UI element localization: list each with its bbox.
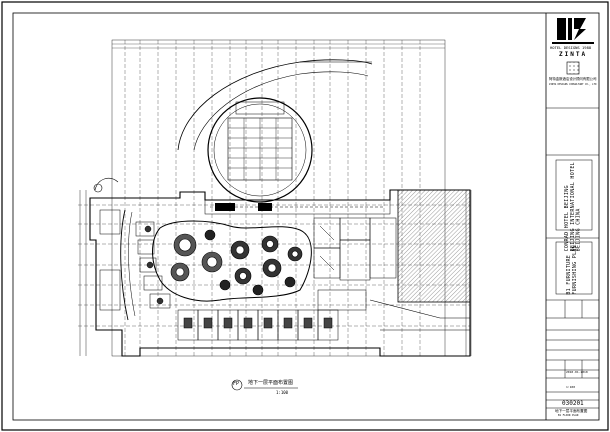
title-block <box>546 107 599 409</box>
plan-tag-bubble <box>231 379 243 391</box>
firm-logo <box>552 18 594 44</box>
qr-mark <box>566 61 580 75</box>
floor-plan <box>78 39 472 357</box>
south-rooms <box>177 309 339 341</box>
sheet-subtitle: B1 FLOOR PLAN <box>558 414 579 417</box>
round-tower <box>207 97 313 203</box>
firm-name-cn: 阿特金斯酒店设计顾问有限公司 <box>549 77 597 81</box>
sheet-border-inner <box>12 12 600 421</box>
dining-area <box>152 220 312 302</box>
west-wing <box>99 209 171 311</box>
entry-curve <box>94 177 119 191</box>
grid-bubble <box>93 183 103 193</box>
drawing-title: B1 FURNITURE FURNISHING PLAN <box>566 245 578 295</box>
southeast-strip <box>369 299 470 319</box>
logo-text: HOTEL DESIGNS 1988 <box>550 45 592 50</box>
plan-scale: 1:100 <box>276 390 289 395</box>
north-corridor <box>204 199 391 215</box>
date-value: 2010.01.2010 <box>566 370 588 374</box>
sheet-title: 地下一层平面布置图 <box>555 409 588 413</box>
scale-value: 1:100 <box>566 385 576 389</box>
service-rooms <box>313 217 397 311</box>
curved-ramp <box>177 59 373 151</box>
drawing-number: 030201 <box>562 400 584 407</box>
building-outline <box>89 189 471 357</box>
hatched-zone <box>397 189 471 303</box>
top-axis <box>112 43 445 49</box>
project-name: CONRAD HOTEL BEIJING BEIJING INTERNATION… <box>564 162 582 252</box>
brand-mark: ZINTA <box>559 51 588 58</box>
plan-tag: FP <box>233 381 240 387</box>
firm-name-en: ZINTA DESIGNS CONSULTANT CO., LTD <box>549 83 597 86</box>
plan-title: 地下一层平面布置图 <box>248 380 294 386</box>
